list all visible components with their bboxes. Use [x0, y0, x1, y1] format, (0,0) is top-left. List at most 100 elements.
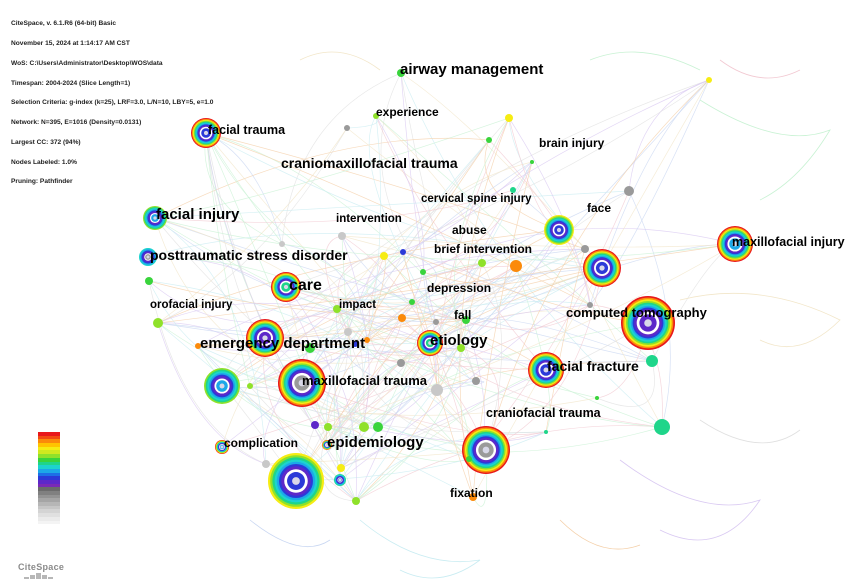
network-node[interactable] [706, 77, 712, 83]
network-node[interactable] [352, 497, 360, 505]
network-node[interactable] [279, 241, 285, 247]
node-label-fixation[interactable]: fixation [450, 486, 493, 500]
citation-ring-node[interactable] [334, 474, 346, 486]
network-edge [221, 251, 404, 448]
node-label-facial-trauma[interactable]: facial trauma [208, 123, 286, 137]
node-label-face[interactable]: face [587, 201, 611, 215]
network-node[interactable] [646, 355, 658, 367]
node-label-maxillofacial-trauma[interactable]: maxillofacial trauma [302, 373, 428, 388]
network-node[interactable] [420, 269, 426, 275]
citation-ring-node[interactable] [268, 453, 324, 509]
node-label-craniofacial-trauma[interactable]: craniofacial trauma [486, 406, 602, 420]
citation-ring-node[interactable] [139, 248, 157, 266]
network-node[interactable] [373, 422, 383, 432]
network-node[interactable] [478, 259, 486, 267]
legend-swatch [38, 450, 60, 455]
network-node[interactable] [397, 69, 405, 77]
citation-ring-node[interactable] [278, 359, 326, 407]
network-node[interactable] [333, 305, 341, 313]
network-node[interactable] [398, 314, 406, 322]
network-node[interactable] [581, 245, 589, 253]
network-node[interactable] [431, 384, 443, 396]
citation-ring-node[interactable] [528, 352, 564, 388]
network-node[interactable] [595, 396, 599, 400]
network-node[interactable] [466, 456, 472, 462]
network-edge [375, 115, 547, 371]
network-node[interactable] [195, 343, 201, 349]
network-node[interactable] [311, 421, 319, 429]
node-label-cervical-spine-injury[interactable]: cervical spine injury [421, 193, 532, 205]
node-label-facial-injury[interactable]: facial injury [156, 206, 240, 223]
network-node[interactable] [544, 430, 548, 434]
citation-ring-node[interactable] [417, 330, 443, 356]
network-node[interactable] [505, 114, 513, 122]
network-node[interactable] [510, 187, 516, 193]
node-label-craniomaxillofacial-trauma[interactable]: craniomaxillofacial trauma [281, 155, 458, 171]
node-label-computed-tomography[interactable]: computed tomography [566, 305, 708, 320]
node-label-care[interactable]: care [289, 277, 322, 294]
network-node[interactable] [624, 186, 634, 196]
network-node[interactable] [338, 232, 346, 240]
network-node[interactable] [380, 252, 388, 260]
network-node[interactable] [305, 343, 315, 353]
network-edge [336, 265, 517, 317]
network-node[interactable] [587, 302, 593, 308]
citation-ring-node[interactable] [271, 272, 301, 302]
node-label-brief-intervention[interactable]: brief intervention [434, 242, 532, 256]
node-label-complication[interactable]: complication [224, 436, 298, 450]
node-label-epidemiology[interactable]: epidemiology [327, 434, 424, 451]
node-label-experience[interactable]: experience [376, 105, 439, 119]
network-node[interactable] [153, 318, 163, 328]
network-node[interactable] [530, 160, 534, 164]
node-label-fall[interactable]: fall [454, 308, 471, 322]
node-label-impact[interactable]: impact [339, 299, 376, 311]
citation-ring-node[interactable] [462, 426, 510, 474]
citation-ring-node[interactable] [717, 226, 753, 262]
network-node[interactable] [397, 359, 405, 367]
citation-ring-node[interactable] [191, 118, 221, 148]
network-node[interactable] [400, 249, 406, 255]
network-node[interactable] [462, 316, 470, 324]
network-edge [508, 117, 560, 231]
network-node[interactable] [364, 337, 370, 343]
network-node[interactable] [344, 125, 350, 131]
node-label-brain-injury[interactable]: brain injury [539, 136, 605, 150]
node-label-maxillofacial-injury[interactable]: maxillofacial injury [732, 235, 845, 249]
node-label-orofacial-injury[interactable]: orofacial injury [150, 299, 233, 311]
node-label-abuse[interactable]: abuse [452, 223, 487, 237]
node-label-airway-management[interactable]: airway management [400, 61, 543, 78]
network-node[interactable] [654, 419, 670, 435]
network-node[interactable] [469, 493, 477, 501]
network-node[interactable] [472, 377, 480, 385]
network-node[interactable] [247, 383, 253, 389]
network-node[interactable] [262, 460, 270, 468]
node-label-posttraumatic-stress-disorder[interactable]: posttraumatic stress disorder [150, 247, 348, 263]
legend-swatch [38, 443, 60, 447]
network-node[interactable] [433, 319, 439, 325]
network-node[interactable] [373, 113, 379, 119]
network-node[interactable] [344, 328, 352, 336]
node-label-etiology[interactable]: etiology [430, 332, 488, 349]
citation-ring-node[interactable] [544, 215, 574, 245]
citation-ring-node[interactable] [215, 440, 229, 454]
citation-ring-node[interactable] [322, 440, 332, 450]
network-node[interactable] [457, 344, 465, 352]
network-node[interactable] [324, 423, 332, 431]
network-node[interactable] [486, 137, 492, 143]
citation-ring-node[interactable] [621, 296, 675, 350]
citation-ring-node[interactable] [204, 368, 240, 404]
network-node[interactable] [510, 260, 522, 272]
network-node[interactable] [145, 277, 153, 285]
node-label-emergency-department[interactable]: emergency department [200, 335, 365, 352]
node-label-depression[interactable]: depression [427, 281, 491, 295]
network-node[interactable] [409, 299, 415, 305]
node-label-facial-fracture[interactable]: facial fracture [547, 358, 639, 374]
network-node[interactable] [337, 464, 345, 472]
citation-ring-node[interactable] [583, 249, 621, 287]
node-label-intervention[interactable]: intervention [336, 213, 402, 225]
citation-ring-node[interactable] [143, 206, 167, 230]
network-node[interactable] [352, 341, 358, 347]
network-node[interactable] [359, 422, 369, 432]
legend-swatch [38, 502, 60, 506]
citation-ring-node[interactable] [246, 319, 284, 357]
